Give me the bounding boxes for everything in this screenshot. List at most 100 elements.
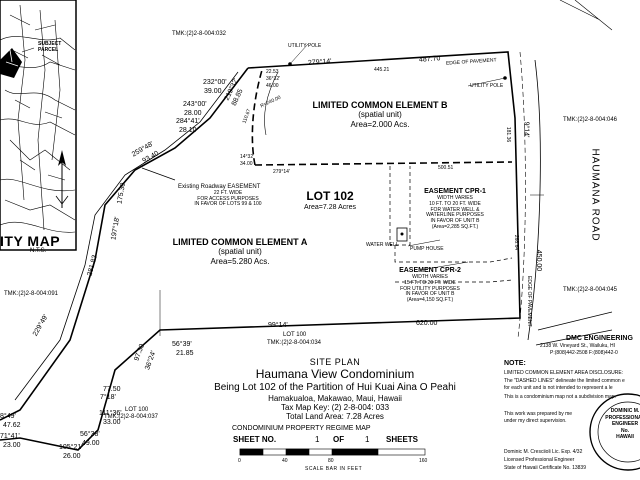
distance-28-00: 28.00 (184, 110, 202, 117)
utility-pole-label-2: UTILITY POLE (470, 83, 504, 89)
distance-620-00: 620.00 (416, 320, 438, 327)
distance-22-53: 22.53 (266, 69, 279, 75)
lce-a-subtitle: (spatial unit) (218, 247, 262, 257)
cpr1-body: WIDTH VARIES 10 FT. TO 20 FT. WIDE FOR W… (426, 195, 484, 230)
lot-102-area: Area=7.28 Acres (304, 203, 356, 211)
distance-26-00: 26.00 (63, 453, 81, 460)
subject-parcel-label: SUBJECT PARCEL (38, 41, 62, 53)
bearing-99-14: 99°14' (268, 322, 288, 329)
scale-tick-40: 40 (282, 458, 288, 464)
utility-pole-label-1: UTILITY POLE (288, 43, 322, 49)
engineer-firm: DMC ENGINEERING (566, 335, 633, 342)
lot-100-label-b: LOT 100 (125, 407, 149, 413)
distance-49-00: 49.00 (82, 440, 100, 447)
distance-23-00: 23.00 (3, 442, 21, 449)
note-line-3: for each unit and is not intended to rep… (504, 385, 613, 391)
scale-tick-0: 0 (238, 458, 241, 464)
project-name: Haumana View Condominium (255, 367, 415, 382)
tmk-left: TMK:(2)2-8-004:091 (4, 291, 59, 297)
water-well-label: WATER WELL (366, 242, 399, 248)
tmk-bottom-left: TMK:(2)2-8-004:037 (104, 414, 159, 420)
cpr2-title: EASEMENT CPR-2 (399, 267, 461, 274)
lot-100-label: LOT 100 (283, 332, 307, 338)
note-line-4: This is a condominium map not a subdivis… (504, 394, 616, 400)
distance-500-51: 500.51 (438, 165, 454, 171)
leader-lines (159, 43, 544, 336)
signature-line-1: Dominic M. Cresciioli Lic. Exp. 4/32 (504, 449, 583, 455)
engineer-address: 2138 W. Vineyard St., Wailuku, HI (540, 343, 616, 349)
pump-house (396, 227, 408, 242)
lce-a-title: LIMITED COMMON ELEMENT A (172, 237, 308, 247)
signature-line-2: Licensed Professional Engineer (504, 457, 575, 463)
project-location: Hamakualoa, Makawao, Maui, Hawaii (268, 393, 402, 403)
north-arrow (55, 150, 69, 208)
easement-cpr1-label: EASEMENT CPR-1 WIDTH VARIES 10 FT. TO 20… (410, 188, 500, 231)
lce-divider (251, 69, 513, 166)
tmk-top: TMK:(2)2-8-004:032 (172, 31, 227, 37)
roadway-title: Existing Roadway EASEMENT (178, 184, 261, 190)
bearing-8-49: 8°49' (0, 413, 16, 420)
lce-b-area: Area=2.000 Acs. (350, 119, 410, 129)
distance-487-70: 487.70 (418, 55, 441, 64)
sheets-label: SHEETS (386, 435, 419, 444)
project-area: Total Land Area: 7.28 Acres (286, 412, 384, 422)
bearing-111-36: 111°36' (99, 410, 122, 417)
title-block: SITE PLAN Haumana View Condominium Being… (170, 357, 500, 421)
engineer-stamp-text: DOMINIC M. PROFESSIONAL ENGINEER No. HAW… (605, 408, 640, 440)
easement-cpr-lines (389, 166, 513, 283)
bearing-232-00: 232°00' (203, 79, 227, 86)
lce-a-label: LIMITED COMMON ELEMENT A (spatial unit) … (165, 237, 315, 266)
distance-21-85: 21.85 (176, 350, 194, 357)
lot-102-label: LOT 102 Area=7.28 Acres (290, 189, 370, 212)
lce-b-corner-arc (264, 71, 279, 136)
sheet-no-label: SHEET NO. (233, 435, 277, 444)
tmk-right-lower: TMK:(2)2-8-004:045 (563, 287, 618, 293)
signature-line-3: State of Hawaii Certificate No. 13839 (504, 465, 586, 471)
pump-house-label: PUMP HOUSE (410, 246, 444, 252)
bearing-279-14-mid: 279°14' (273, 169, 290, 175)
distance-47-62: 47.62 (3, 422, 21, 429)
scale-bar (239, 448, 426, 456)
note-line-2: The "DASHED LINES" delineate the limited… (504, 378, 625, 384)
bearing-36-32: 36°32' (266, 76, 281, 82)
vicinity-map-title: ITY MAP (0, 233, 61, 249)
road-label: HAUMANA ROAD (589, 148, 601, 242)
distance-268-64: 268.64 (513, 234, 520, 251)
distance-450-00: 450.00 (535, 249, 543, 272)
bearing-105-21: 105°21' (59, 444, 83, 451)
scale-tick-160: 160 (419, 458, 428, 464)
utility-pole-markers (288, 62, 507, 80)
distance-77-50: 77.50 (103, 386, 121, 393)
tmk-right-upper: TMK:(2)2-8-004:046 (563, 117, 618, 123)
lce-b-title: LIMITED COMMON ELEMENT B (312, 100, 448, 110)
edge-pavement-label-2: EDGE OF PAVEMENT (526, 276, 532, 327)
regime-label: CONDOMINIUM PROPERTY REGIME MAP (232, 425, 371, 432)
bearing-56-38: 56°38' (80, 431, 100, 438)
distance-28-10: 28.10 (179, 127, 197, 134)
scale-caption: SCALE BAR IN FEET (305, 466, 363, 472)
haumana-road (517, 0, 613, 346)
bearing-7-18: 7°18' (100, 394, 116, 401)
engineer-phone: P:(808)442-2508 F:(808)442-0 (550, 350, 618, 356)
lot-boundary (0, 51, 521, 451)
bearing-9-14: 9°14' (522, 121, 530, 138)
bearing-71-41: 71°41' (0, 433, 20, 440)
distance-39-00: 39.00 (204, 88, 222, 95)
lce-a-area: Area=5.280 Acs. (210, 256, 270, 266)
bearing-56-39: 56°39' (172, 341, 192, 348)
note-line-1: LIMITED COMMON ELEMENT AREA DISCLOSURE: (504, 370, 624, 376)
vicinity-map-scale-note: N.T.S. (30, 248, 47, 254)
project-being: Being Lot 102 of the Partition of Hui Ku… (214, 382, 456, 394)
engineer-stamp (589, 393, 640, 471)
bearing-243-00: 243°00' (183, 101, 207, 108)
bearing-284-41: 284°41' (176, 118, 200, 125)
lce-b-subtitle: (spatial unit) (358, 110, 402, 120)
roadway-easement (14, 71, 239, 401)
scale-tick-80: 80 (328, 458, 334, 464)
note-line-6: under my direct supervision. (504, 418, 567, 424)
cpr1-title: EASEMENT CPR-1 (424, 188, 486, 195)
distance-46-00: 46.00 (266, 83, 279, 89)
cpr2-body: WIDTH VARIES 15 FT. TO 20 FT. WIDE FOR U… (400, 274, 460, 304)
tmk-bottom-center: TMK:(2)2-8-004:034 (267, 340, 322, 346)
